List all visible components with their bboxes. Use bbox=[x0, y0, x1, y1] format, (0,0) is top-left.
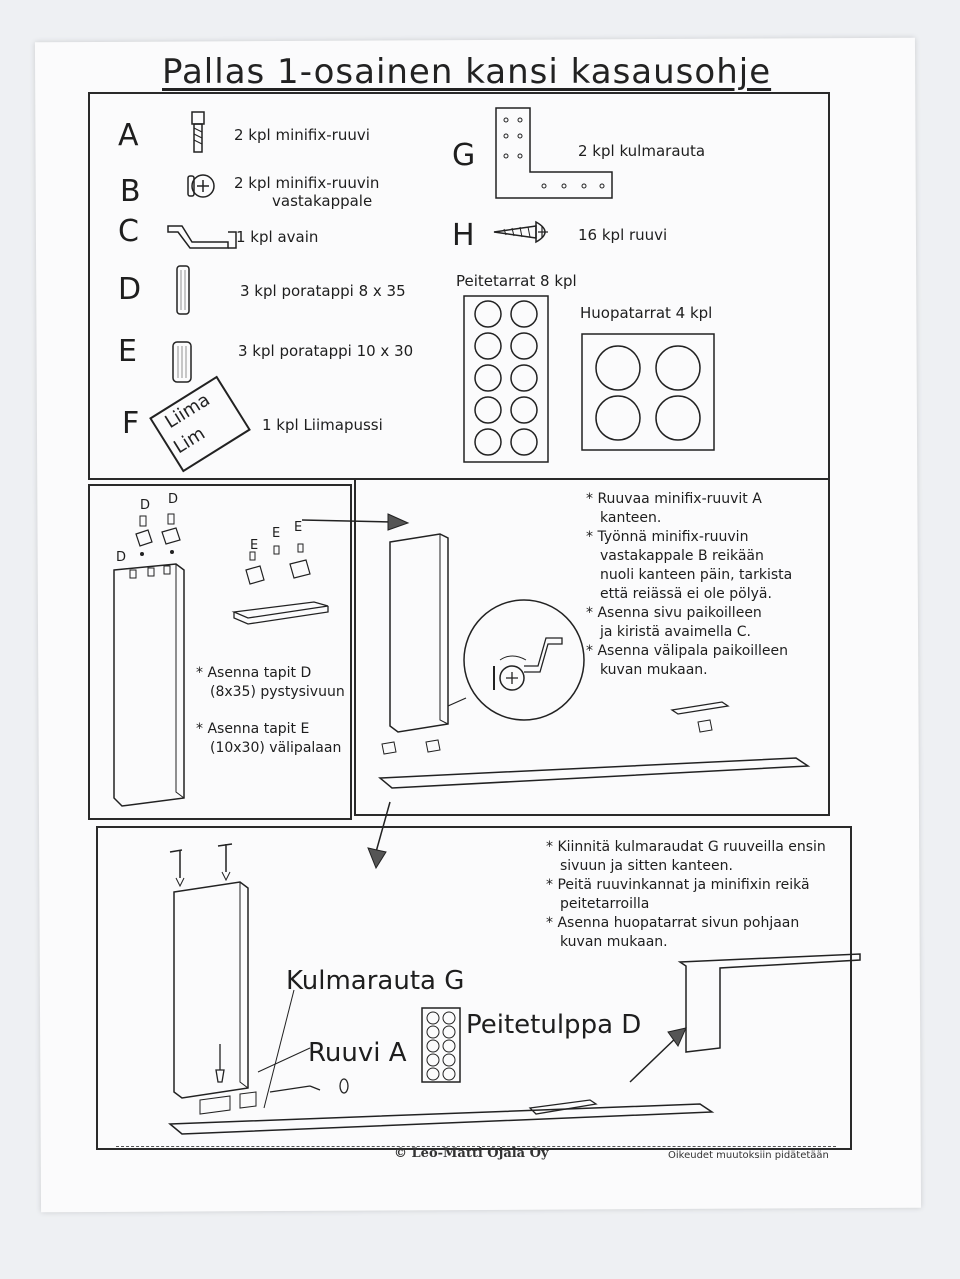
step-3-line: kuvan mukaan. bbox=[560, 934, 668, 950]
part-d-text: 3 kpl poratappi 8 x 35 bbox=[240, 282, 406, 300]
step-1-label-e-1: E bbox=[250, 538, 259, 553]
step-1-line: (8x35) pystysivuun bbox=[210, 684, 345, 700]
dowels-d-icon bbox=[135, 513, 181, 556]
callout-bracket-g: Kulmarauta G bbox=[286, 966, 465, 996]
corner-bracket-icon bbox=[495, 107, 613, 199]
step-3-instructions: * Kiinnitä kulmaraudat G ruuveilla ensin… bbox=[546, 838, 826, 952]
footer-copyright: © Leo-Matti Ojala Oy bbox=[394, 1146, 549, 1161]
step-1-instructions: * Asenna tapit D (8x35) pystysivuun * As… bbox=[196, 664, 345, 758]
step-1-label-d-3: D bbox=[116, 550, 127, 565]
step-2-arrow-icon bbox=[301, 513, 410, 531]
step-2-line: * Asenna sivu paikoilleen bbox=[586, 605, 762, 621]
step-2-line: kuvan mukaan. bbox=[600, 662, 708, 678]
step-2-line: ja kiristä avaimella C. bbox=[600, 624, 751, 640]
step-2-line: nuoli kanteen päin, tarkista bbox=[600, 567, 793, 583]
part-g-text: 2 kpl kulmarauta bbox=[578, 142, 706, 160]
dowel-10x30-icon bbox=[172, 341, 192, 383]
step-3-line: * Asenna huopatarrat sivun pohjaan bbox=[546, 915, 800, 931]
part-e-text: 3 kpl poratappi 10 x 30 bbox=[238, 342, 414, 360]
step-3-line: * Peitä ruuvinkannat ja minifixin reikä bbox=[546, 877, 810, 893]
cover-caps-label: Peitetarrat 8 kpl bbox=[456, 272, 577, 290]
step-1-label-d-1: D bbox=[140, 498, 151, 513]
step-3-box bbox=[96, 826, 852, 1150]
part-letter-b: B bbox=[120, 174, 141, 209]
wood-screw-icon bbox=[493, 220, 548, 244]
step-2-assembly-drawing bbox=[378, 533, 811, 789]
minifix-screw-icon bbox=[191, 111, 205, 153]
step-1-box bbox=[88, 484, 352, 820]
felt-pads-sheet-icon bbox=[581, 333, 715, 451]
step-1-label-e-2: E bbox=[272, 526, 281, 541]
part-f-text: 1 kpl Liimapussi bbox=[262, 416, 383, 434]
allen-key-icon bbox=[167, 225, 237, 249]
step-3-line: peitetarroilla bbox=[560, 896, 650, 912]
minifix-cam-icon bbox=[187, 174, 215, 198]
felt-pads-label: Huopatarrat 4 kpl bbox=[580, 304, 713, 322]
step-1-label-e-3: E bbox=[294, 520, 303, 535]
step-1-line: * Asenna tapit E bbox=[196, 721, 310, 737]
step-1-line: * Asenna tapit D bbox=[196, 665, 312, 681]
step-3-line: sivuun ja sitten kanteen. bbox=[560, 858, 733, 874]
callout-cap-d: Peitetulppa D bbox=[466, 1010, 642, 1040]
part-letter-a: A bbox=[118, 118, 139, 153]
part-letter-h: H bbox=[452, 218, 475, 253]
step-2-box bbox=[354, 478, 830, 816]
step-3-assembly-drawing bbox=[168, 843, 861, 1135]
step-1-label-d-2: D bbox=[168, 492, 179, 507]
step-2-line: että reiässä ei ole pölyä. bbox=[600, 586, 772, 602]
part-b-text-2: vastakappale bbox=[272, 192, 373, 210]
callout-screw-a: Ruuvi A bbox=[308, 1038, 407, 1068]
step-2-instructions: * Ruuvaa minifix-ruuvit A kanteen. * Työ… bbox=[586, 490, 792, 680]
step-2-line: kanteen. bbox=[600, 510, 662, 526]
step-3-line: * Kiinnitä kulmaraudat G ruuveilla ensin bbox=[546, 839, 826, 855]
spacer-piece-icon bbox=[231, 543, 329, 625]
part-letter-c: C bbox=[118, 214, 139, 249]
step-2-line: * Ruuvaa minifix-ruuvit A bbox=[586, 491, 762, 507]
cover-caps-sheet-icon bbox=[463, 295, 549, 463]
part-letter-f: F bbox=[122, 406, 140, 441]
part-b-text: 2 kpl minifix-ruuvin bbox=[234, 174, 380, 192]
step-2-line: * Asenna välipala paikoilleen bbox=[586, 643, 789, 659]
part-h-text: 16 kpl ruuvi bbox=[578, 226, 668, 244]
part-letter-d: D bbox=[118, 272, 142, 307]
step-2-line: * Työnnä minifix-ruuvin bbox=[586, 529, 749, 545]
side-panel-icon bbox=[113, 563, 185, 807]
footer-rule bbox=[116, 1146, 836, 1147]
step-1-line: (10x30) välipalaan bbox=[210, 740, 342, 756]
footer-rights: Oikeudet muutoksiin pidätetään bbox=[668, 1150, 829, 1161]
page-title: Pallas 1-osainen kansi kasausohje bbox=[162, 52, 772, 92]
cover-cap-sheet-small-icon bbox=[421, 1007, 461, 1083]
part-letter-e: E bbox=[118, 334, 137, 369]
part-a-text: 2 kpl minifix-ruuvi bbox=[234, 126, 370, 144]
step-2-line: vastakappale B reikään bbox=[600, 548, 764, 564]
part-c-text: 1 kpl avain bbox=[236, 228, 319, 246]
dowel-8x35-icon bbox=[176, 265, 190, 315]
part-letter-g: G bbox=[452, 138, 476, 173]
